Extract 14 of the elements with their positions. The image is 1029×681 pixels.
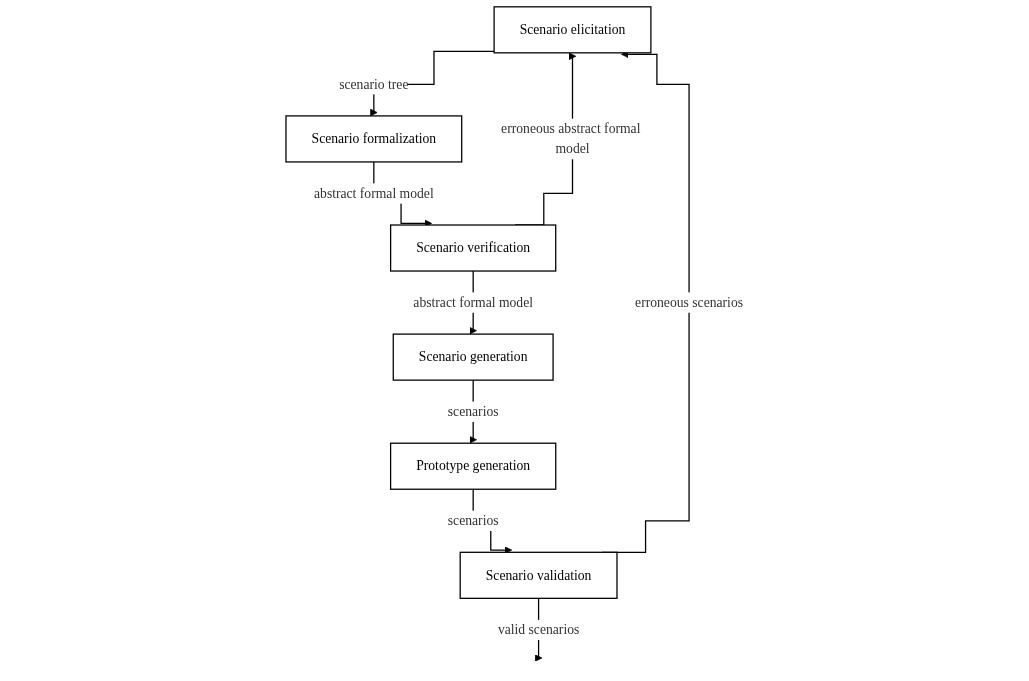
- node-box: Scenario formalization: [285, 115, 463, 163]
- edge-label: scenario tree: [339, 76, 409, 92]
- node-box: Scenario elicitation: [493, 6, 652, 54]
- edge-label: scenarios: [447, 404, 499, 419]
- edge-label: erroneous abstract formal model: [501, 121, 641, 156]
- node-box: Scenario verification: [390, 224, 557, 272]
- edge-label: abstract formal model: [413, 294, 533, 310]
- node-box: Prototype generation: [389, 442, 557, 490]
- edge-label: erroneous scenarios: [635, 294, 744, 310]
- edge-label: scenarios: [447, 513, 499, 528]
- edge-label: valid scenarios: [497, 622, 580, 637]
- node-box: Scenario generation: [392, 333, 554, 381]
- edge-label: abstract formal model: [314, 185, 434, 201]
- node-box: Scenario validation: [459, 551, 618, 599]
